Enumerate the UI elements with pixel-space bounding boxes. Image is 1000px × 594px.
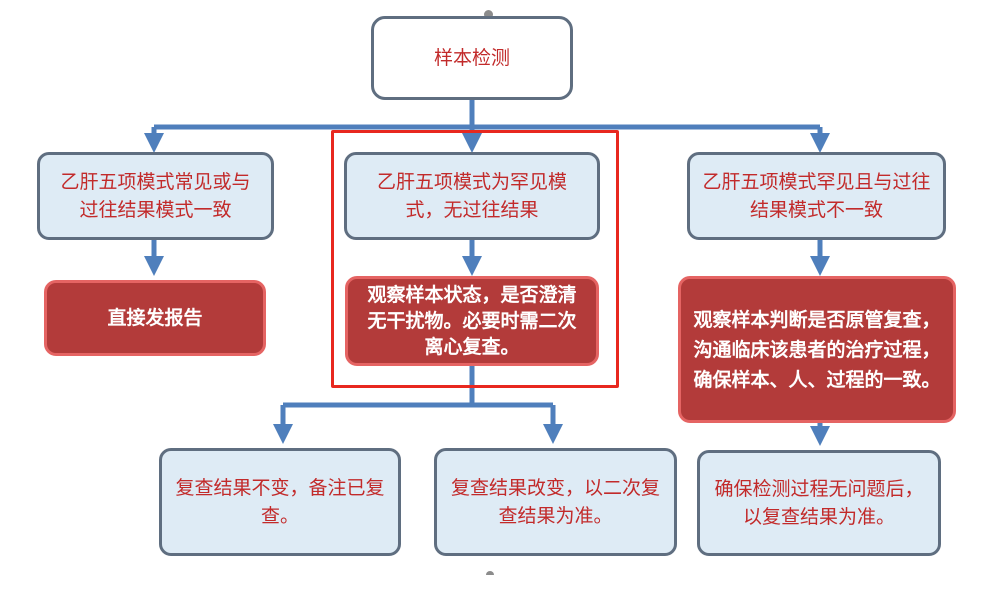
top-handle-dot (484, 10, 493, 19)
node-branch-left-label: 乙肝五项模式常见或与过往结果模式一致 (60, 171, 251, 221)
node-action-middle-label: 观察样本状态，是否澄清无干扰物。必要时需二次离心复查。 (367, 284, 577, 358)
node-action-left-label: 直接发报告 (107, 307, 203, 329)
node-action-middle: 观察样本状态，是否澄清无干扰物。必要时需二次离心复查。 (345, 276, 599, 366)
node-outcome-unchanged: 复查结果不变，备注已复查。 (159, 448, 401, 556)
node-root-label: 样本检测 (433, 47, 510, 69)
node-action-left: 直接发报告 (44, 280, 266, 356)
node-branch-middle: 乙肝五项模式为罕见模式，无过往结果 (344, 152, 600, 240)
node-outcome-changed-label: 复查结果改变，以二次复查结果为准。 (450, 477, 660, 527)
node-branch-right-label: 乙肝五项模式罕见且与过往结果模式不一致 (702, 171, 931, 221)
node-outcome-unchanged-label: 复查结果不变，备注已复查。 (175, 477, 385, 527)
highlight-frame (331, 130, 619, 388)
node-root: 样本检测 (371, 16, 573, 100)
node-branch-left: 乙肝五项模式常见或与过往结果模式一致 (37, 152, 274, 240)
node-outcome-confirmed: 确保检测过程无问题后，以复查结果为准。 (697, 450, 941, 556)
node-outcome-confirmed-label: 确保检测过程无问题后，以复查结果为准。 (714, 478, 924, 528)
node-branch-right: 乙肝五项模式罕见且与过往结果模式不一致 (687, 152, 946, 240)
node-outcome-changed: 复查结果改变，以二次复查结果为准。 (434, 448, 677, 556)
bottom-handle-dot (486, 571, 494, 575)
node-action-right-label: 观察样本判断是否原管复查，沟通临床该患者的治疗过程，确保样本、人、过程的一致。 (693, 308, 941, 391)
node-action-right: 观察样本判断是否原管复查，沟通临床该患者的治疗过程，确保样本、人、过程的一致。 (678, 276, 956, 423)
node-branch-middle-label: 乙肝五项模式为罕见模式，无过往结果 (376, 171, 567, 221)
